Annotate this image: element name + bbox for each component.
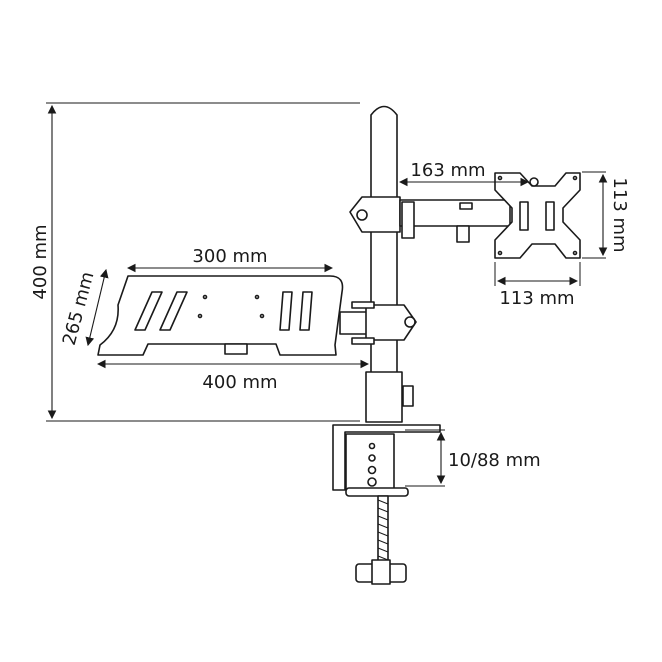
tray-depth-label: 265 mm (59, 270, 99, 348)
tray-top-width-label: 300 mm (192, 246, 267, 267)
vesa-width-label: 113 mm (499, 288, 574, 309)
clamp-range-label: 10/88 mm (448, 450, 541, 471)
height-dimension: 400 mm (30, 102, 360, 422)
vesa-height-label: 113 mm (609, 177, 630, 252)
desk-clamp (332, 424, 441, 585)
arm-reach-label: 163 mm (410, 160, 485, 181)
vesa-dimensions: 113 mm 113 mm (494, 171, 630, 309)
tray-bottom-width-label: 400 mm (202, 372, 277, 393)
laptop-tray (97, 275, 344, 356)
monitor-arm (349, 196, 511, 243)
vesa-plate (494, 172, 581, 259)
clamp-dimension: 10/88 mm (405, 429, 541, 487)
laptop-arm (339, 301, 417, 345)
reach-dimension: 163 mm (398, 160, 530, 187)
pole (365, 105, 414, 423)
total-height-label: 400 mm (30, 224, 51, 299)
